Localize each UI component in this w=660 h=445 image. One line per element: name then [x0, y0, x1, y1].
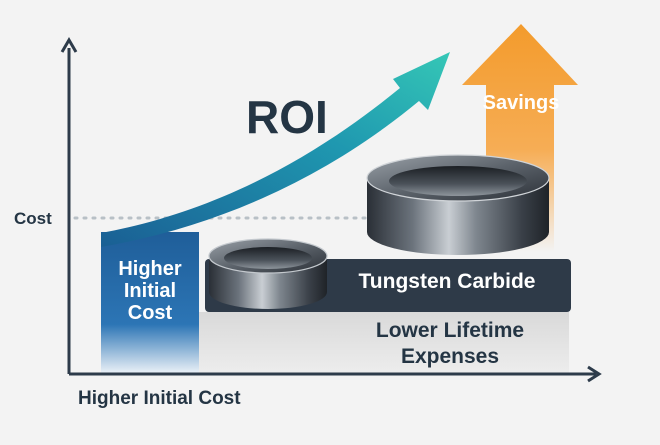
cost-label: Cost [14, 209, 52, 228]
x-axis-arrowhead [587, 365, 602, 383]
roi-title: ROI [246, 91, 328, 143]
tungsten-carbide-label: Tungsten Carbide [358, 270, 536, 293]
lower-lifetime-band [199, 312, 569, 374]
roi-arrow [101, 52, 450, 247]
x-axis-label: Higher Initial Cost [78, 388, 241, 409]
savings-label: Savings [482, 92, 560, 114]
higher-initial-cost-label: Higher Initial Cost [118, 258, 182, 324]
steel-ring-icon [366, 154, 550, 255]
y-axis-arrowhead [60, 37, 78, 53]
higher-initial-cost-bar [101, 232, 199, 374]
steel-ring-icon [208, 238, 328, 309]
lower-lifetime-expenses-label: Lower Lifetime Expenses [375, 319, 525, 368]
